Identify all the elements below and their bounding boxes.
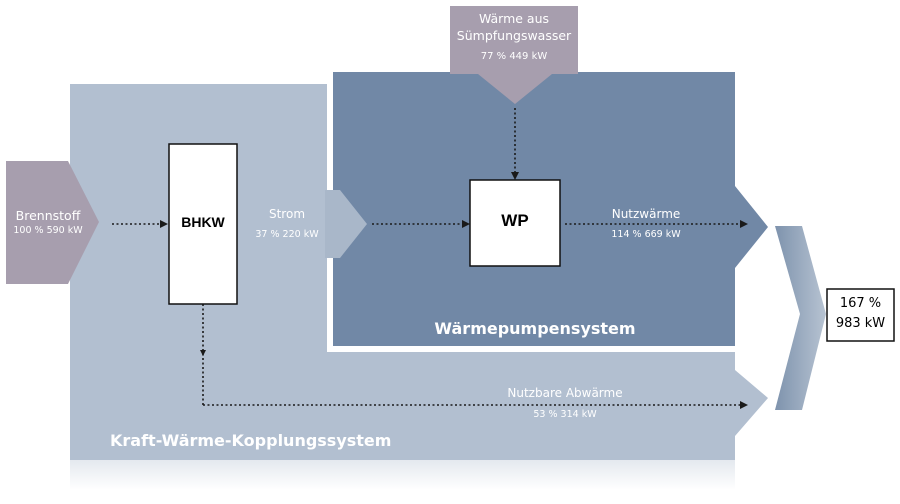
kwk-reflection [70, 460, 735, 490]
arrowhead-abwaerme-down [200, 350, 206, 356]
arrowhead-abwaerme [740, 401, 748, 409]
kwk-system-title: Kraft-Wärme-Kopplungssystem [110, 431, 392, 450]
waerme-input-value: 77 % 449 kW [480, 51, 548, 62]
waerme-input-title-line1: Wärme aus [478, 11, 550, 26]
strom-title: Strom [268, 207, 306, 221]
arrowhead-wp [462, 220, 470, 228]
bhkw-box [168, 143, 238, 305]
result-box [826, 288, 895, 342]
kwk-system-region [70, 84, 768, 460]
arrowhead-nutzwaerme [740, 220, 748, 228]
waerme-input-title-line2: Sümpfungswasser [456, 28, 572, 43]
result-kw: 983 kW [835, 316, 886, 331]
result-chevron [775, 226, 826, 410]
strom-arrow [325, 190, 367, 258]
arrowhead-waerme-down [511, 172, 519, 180]
nutzwaerme-title: Nutzwärme [611, 207, 681, 221]
abwaerme-value: 53 % 314 kW [533, 409, 597, 420]
nutzwaerme-value: 114 % 669 kW [611, 229, 681, 240]
bhkw-label: BHKW [181, 214, 225, 230]
brennstoff-input-box [6, 161, 99, 284]
strom-value: 37 % 220 kW [255, 229, 319, 240]
abwaerme-title: Nutzbare Abwärme [507, 386, 623, 400]
brennstoff-title: Brennstoff [15, 208, 81, 223]
arrow-heads [160, 172, 748, 409]
wp-label: WP [501, 211, 529, 230]
waerme-input-title: Wärme aus Sümpfungswasser [450, 10, 578, 44]
result-value: 167 % 983 kW [827, 294, 894, 334]
brennstoff-value: 100 % 590 kW [13, 225, 83, 236]
wp-box [469, 179, 561, 267]
result-percent: 167 % [839, 296, 882, 311]
waerme-input-box [450, 6, 578, 104]
wp-system-title: Wärmepumpensystem [434, 319, 636, 338]
arrowhead-bhkw [160, 220, 168, 228]
